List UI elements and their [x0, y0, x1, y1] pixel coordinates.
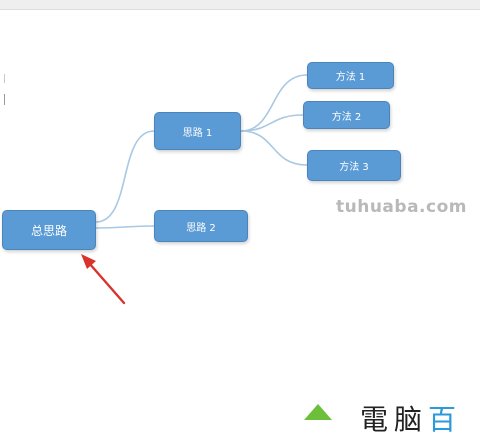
method-node-2[interactable]: 方法 2: [303, 101, 390, 129]
branch-node-2[interactable]: 思路 2: [154, 210, 248, 242]
text-cursor: [4, 94, 5, 105]
watermark-text: tuhuaba.com: [336, 197, 467, 217]
method-node-1[interactable]: 方法 1: [307, 62, 394, 89]
root-node[interactable]: 总思路: [2, 210, 96, 250]
branch-node-1[interactable]: 思路 1: [154, 112, 241, 150]
ruler-mark: [4, 74, 5, 83]
connector-branch1-method1: [240, 74, 308, 132]
connector-branch1-method2: [240, 114, 304, 132]
logo-leaf-icon: [304, 404, 332, 420]
connector-layer: [81, 74, 308, 305]
red-arrow: [81, 254, 126, 305]
method-node-3[interactable]: 方法 3: [307, 150, 401, 181]
connector-branch1-method3: [240, 130, 308, 166]
top-toolbar-strip: [0, 0, 480, 10]
connector-root-branch2: [95, 225, 155, 229]
connector-root-branch1: [95, 130, 155, 223]
site-logo: 電脑百: [360, 398, 462, 438]
